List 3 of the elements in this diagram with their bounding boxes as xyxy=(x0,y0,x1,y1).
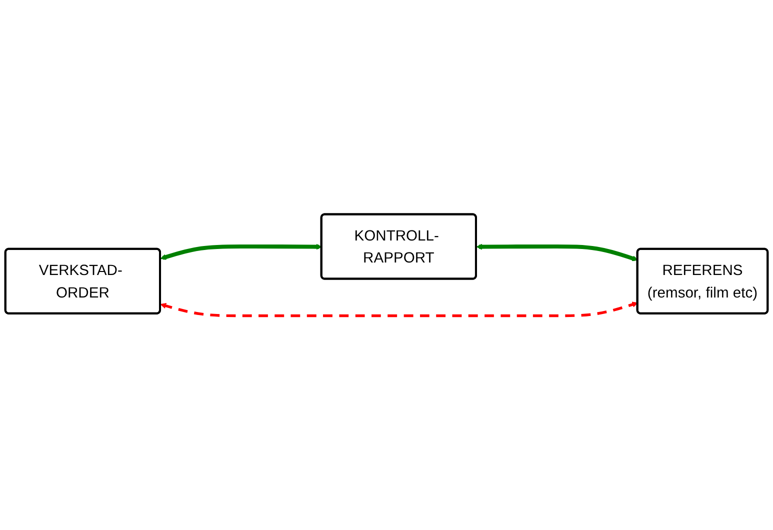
arrow xyxy=(476,244,638,262)
arrow xyxy=(160,244,322,260)
arrow xyxy=(160,302,638,318)
